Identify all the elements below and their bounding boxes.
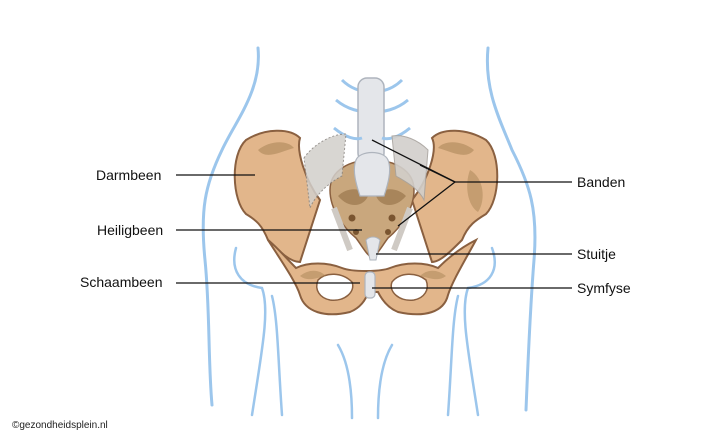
leader-banden-3 — [397, 181, 456, 227]
ilium-shadow-right — [438, 142, 474, 155]
pubic-shadow-left — [300, 270, 326, 280]
lumbar-vertebra-lower — [353, 151, 391, 197]
leader-banden-2 — [419, 164, 456, 183]
body-outline — [201, 46, 537, 420]
sacrospinous-ligament-left — [331, 206, 353, 252]
body-outline-left — [201, 46, 260, 407]
ligaments — [303, 133, 429, 252]
label-symfyse: Symfyse — [577, 280, 631, 296]
ligament-left — [303, 133, 347, 210]
femur-right-inner — [446, 294, 460, 417]
sacral-foramen — [348, 214, 356, 222]
ilium-shadow-right-lower — [467, 170, 483, 212]
label-banden: Banden — [577, 174, 626, 190]
body-outline-right — [485, 46, 537, 412]
ilium-right — [410, 129, 499, 264]
femur-left-inner — [270, 294, 284, 417]
pelvis — [233, 129, 499, 316]
ilium-shadow-left — [258, 142, 294, 155]
coccyx — [365, 236, 381, 261]
femur-right — [463, 246, 496, 417]
pubic-shadow-right — [420, 270, 446, 280]
thigh-inner-left — [336, 343, 354, 420]
label-darmbeen: Darmbeen — [96, 167, 162, 183]
thigh-inner-right — [376, 343, 394, 420]
label-heiligbeen: Heiligbeen — [97, 222, 164, 238]
sacrospinous-ligament-right — [391, 206, 413, 252]
vertebra-lower-left — [333, 126, 363, 141]
obturator-foramen-left — [316, 273, 354, 301]
sacral-foramen — [388, 214, 396, 222]
ligament-right — [391, 135, 429, 202]
pubic-symphysis — [364, 271, 376, 299]
label-stuitje: Stuitje — [577, 246, 616, 262]
vertebral-column — [357, 77, 385, 163]
sacral-foramen — [385, 229, 391, 235]
leader-lines — [176, 139, 572, 289]
copyright-credit: ©gezondheidsplein.nl — [12, 420, 108, 431]
femur-left — [233, 246, 267, 417]
obturator-foramen-right — [390, 273, 428, 301]
label-schaambeen: Schaambeen — [80, 274, 163, 290]
